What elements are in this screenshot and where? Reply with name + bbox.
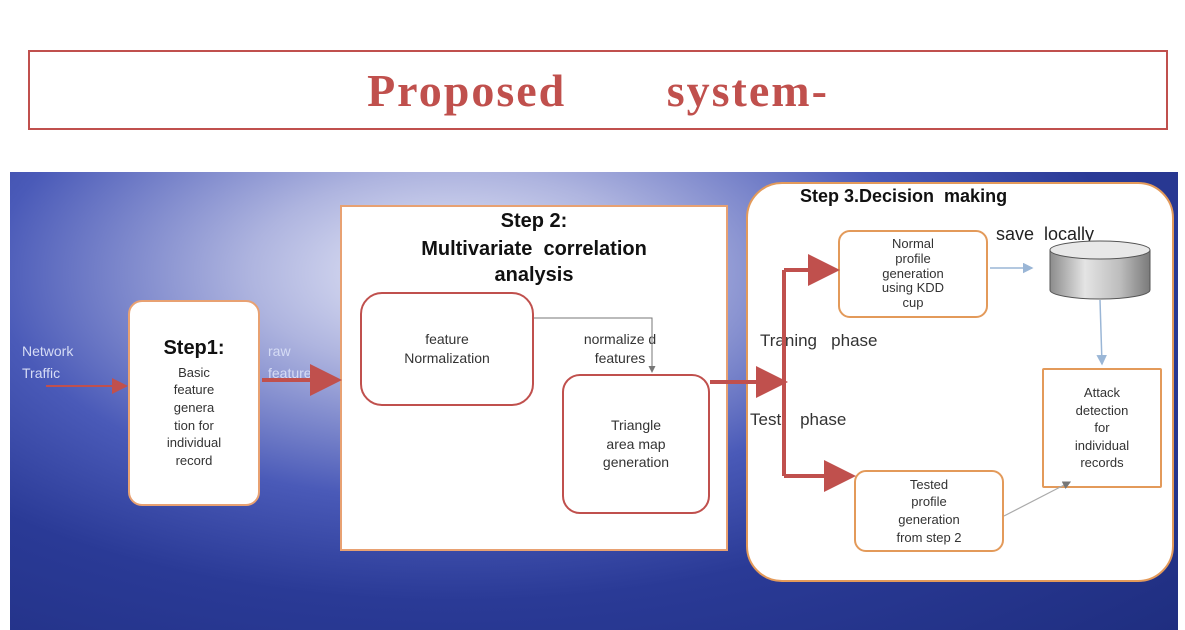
title-box: Proposed system- xyxy=(28,50,1168,130)
step1-box: Step1: Basic feature genera tion for ind… xyxy=(128,300,260,506)
step3-heading: Step 3.Decision making xyxy=(800,186,1008,206)
training-phase-label: Traning phase xyxy=(760,331,878,350)
feature-normalization-box: feature Normalization xyxy=(360,292,534,406)
test-phase-label: Test phase xyxy=(750,410,847,429)
step2-heading-3: analysis xyxy=(494,264,574,286)
arrow-normalization-to-triangle xyxy=(534,317,656,373)
save-locally-label: save locally xyxy=(996,224,1095,244)
diagram-title: Proposed system- xyxy=(367,64,829,116)
step2-heading-2: Multivariate correlation xyxy=(421,238,647,260)
step1-heading: Step1: xyxy=(163,336,225,359)
arrow-tested-to-attack xyxy=(1003,481,1072,517)
network-traffic-label: Network Traffic xyxy=(22,343,74,382)
raw-features-label: raw features xyxy=(268,343,319,382)
arrow-db-to-attack xyxy=(1096,299,1107,366)
tested-profile-box: Tested profile generation from step 2 xyxy=(854,470,1004,552)
attack-detection-box: Attack detection for individual records xyxy=(1042,368,1162,488)
normal-profile-box: Normal profile generation using KDD cup xyxy=(838,230,988,318)
database-icon xyxy=(1049,240,1151,300)
triangle-area-box: Triangle area map generation xyxy=(562,374,710,514)
step1-body: Basic feature genera tion for individual… xyxy=(166,364,222,468)
step2-heading-1: Step 2: xyxy=(500,210,568,232)
